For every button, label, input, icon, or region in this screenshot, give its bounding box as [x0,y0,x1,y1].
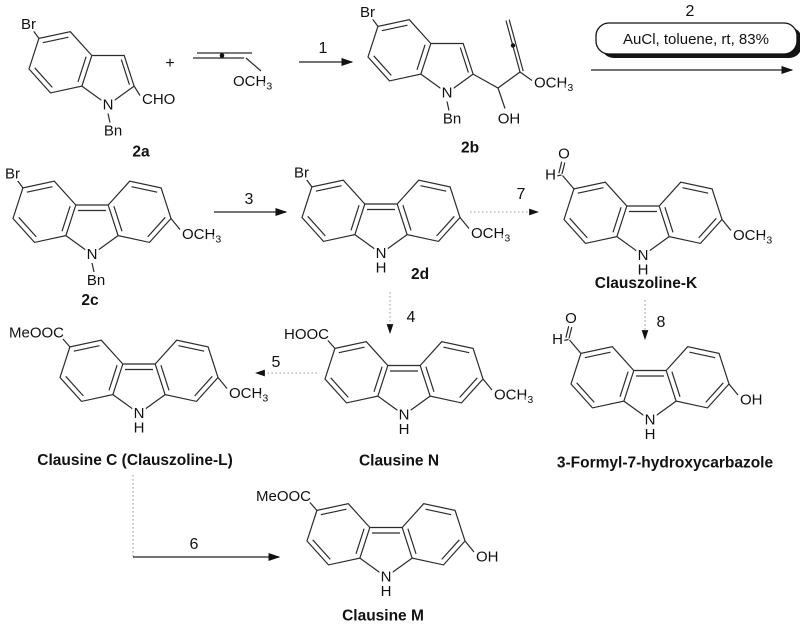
atom-label-n: N [638,247,649,264]
compound-clausine-m: MeOOC OH N H Clausine M [253,486,501,625]
atom-label-h: H [399,421,410,438]
step-label-5: 5 [272,354,281,371]
step-label-4: 4 [407,309,416,326]
arrow-step-1: 1 [299,40,354,66]
arrow-step-3: 3 [214,191,288,216]
step-label-3: 3 [245,191,254,208]
compound-2c: Br OCH3 N Bn 2c [3,163,224,309]
plus-sign: + [165,55,174,72]
atom-label-n: N [376,245,387,262]
compound-clauszoline-k: O H OCH3 N H Clauszoline-K [543,143,775,292]
atom-label-meooc: MeOOC [9,325,64,342]
carbazole-skeleton [570,346,730,421]
atom-label-n: N [399,407,410,424]
arrow-step-2: 2 AuCl, toluene, rt, 83% [591,3,800,74]
atom-label-h: H [376,260,387,277]
step-label-8: 8 [657,314,666,331]
atom-label-och3: OCH3 [534,75,573,95]
atom-label-n: N [103,97,114,114]
atom-label-och3: OCH3 [494,387,533,407]
atom-label-n: N [442,85,453,102]
reagent-methoxyallene: OCH3 [193,52,275,95]
arrow-step-8: 8 [641,300,666,341]
carbazole-skeleton [59,339,219,415]
atom-label-och3: OCH3 [733,227,772,247]
step-label-7: 7 [517,186,526,203]
atom-label-n: N [134,405,145,422]
compound-label-clausine-n: Clausine N [359,453,439,470]
step-label-6: 6 [190,536,199,553]
compound-label-clausine-c: Clausine C (Clauszoline-L) [37,452,233,469]
arrow-step-4: 4 [386,292,416,335]
atom-label-h: H [552,331,563,348]
compound-formyl-hydroxycarbazole: O H OH N H 3-Formyl-7-hydroxycarbazole [550,308,774,472]
compound-2b: Br N Bn OH OCH3 2b [358,2,576,157]
atom-label-br: Br [360,4,375,21]
carbazole-skeleton [563,181,723,257]
compound-2a: Br CHO N Bn 2a [19,14,178,161]
compound-label-formyl-hydroxycarbazole: 3-Formyl-7-hydroxycarbazole [557,455,774,472]
atom-label-h: H [134,420,145,437]
compound-label-2a: 2a [132,144,150,161]
atom-label-o: O [558,146,570,163]
atom-label-och3: OCH3 [182,226,221,246]
step-label-2: 2 [686,3,695,20]
atom-label-oh: OH [498,111,521,128]
conditions-box [595,22,798,55]
compound-label-clausine-m: Clausine M [342,608,424,625]
indole-skeleton [28,31,135,106]
atom-label-och3: OCH3 [233,73,272,93]
atom-label-n: N [87,246,98,263]
atom-label-meooc: MeOOC [256,488,311,505]
atom-label-oh: OH [740,392,763,409]
carbazole-skeleton [324,341,484,416]
compound-clausine-c: MeOOC OCH3 N H Clausine C (Clauszoline-L… [6,322,270,469]
atom-label-bn: Bn [104,123,122,140]
atom-label-h: H [638,262,649,279]
atom-label-oh: OH [476,549,499,566]
atom-label-och3: OCH3 [229,385,268,405]
carbazole-skeleton [12,180,172,256]
arrow-step-5: 5 [254,354,317,377]
carbazole-skeleton [301,179,461,255]
atom-label-br: Br [5,166,20,183]
arrow-step-7: 7 [470,186,540,216]
indole-skeleton [367,19,474,94]
atom-label-cho: CHO [142,91,175,108]
compound-label-2c: 2c [81,292,99,309]
atom-label-h: H [381,583,392,600]
arrow-step-6: 6 [132,475,281,561]
allene-center-dot [219,53,225,58]
atom-label-bn: Bn [443,111,461,128]
compound-label-2b: 2b [461,140,479,157]
atom-label-och3: OCH3 [471,225,510,245]
atom-label-n: N [645,412,656,429]
compound-label-2d: 2d [411,266,429,283]
atom-label-bn: Bn [87,272,105,289]
atom-label-o: O [565,310,577,327]
atom-label-hooc: HOOC [284,326,329,343]
compound-clausine-n: HOOC OCH3 N H Clausine N [282,324,536,470]
compound-label-clauszoline-k: Clauszoline-K [595,275,698,292]
atom-label-h: H [645,426,656,443]
allene-center-dot [510,43,516,48]
carbazole-skeleton [306,503,466,578]
atom-label-h: H [545,167,556,184]
atom-label-br: Br [294,165,309,182]
conditions-text: AuCl, toluene, rt, 83% [623,31,769,48]
atom-label-br: Br [21,16,36,33]
step-label-1: 1 [319,40,328,57]
compound-2d: Br OCH3 N H 2d [292,162,513,283]
atom-label-n: N [381,569,392,586]
